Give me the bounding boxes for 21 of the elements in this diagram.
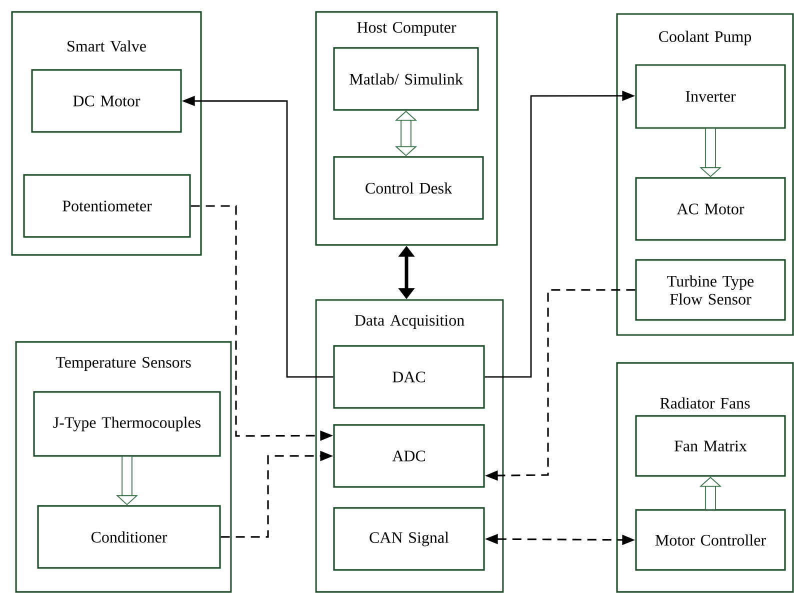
component-box: CAN Signal bbox=[333, 507, 485, 571]
group-title: Temperature Sensors bbox=[56, 357, 191, 371]
component-box: ADC bbox=[333, 424, 485, 488]
component-box: Conditioner bbox=[37, 505, 221, 569]
component-box: DC Motor bbox=[31, 69, 182, 133]
component-box: Potentiometer bbox=[23, 174, 191, 238]
component-box: Fan Matrix bbox=[635, 415, 786, 477]
group-title: Host Computer bbox=[357, 22, 456, 36]
group-title: Coolant Pump bbox=[659, 30, 752, 46]
arrow bbox=[394, 110, 418, 156]
component-box: DAC bbox=[333, 345, 485, 409]
group-title: Radiator Fans bbox=[660, 397, 750, 409]
component-box: AC Motor bbox=[635, 177, 786, 241]
component-box: Turbine Type Flow Sensor bbox=[635, 259, 786, 321]
component-box: Motor Controller bbox=[635, 509, 786, 571]
component-box: J-Type Thermocouples bbox=[33, 391, 221, 457]
component-box: Inverter bbox=[635, 64, 786, 129]
group-title: Data Acquisition bbox=[354, 315, 464, 329]
component-box: Matlab/ Simulink bbox=[333, 47, 479, 111]
component-box: Control Desk bbox=[333, 156, 484, 220]
group-title: Smart Valve bbox=[68, 40, 146, 52]
